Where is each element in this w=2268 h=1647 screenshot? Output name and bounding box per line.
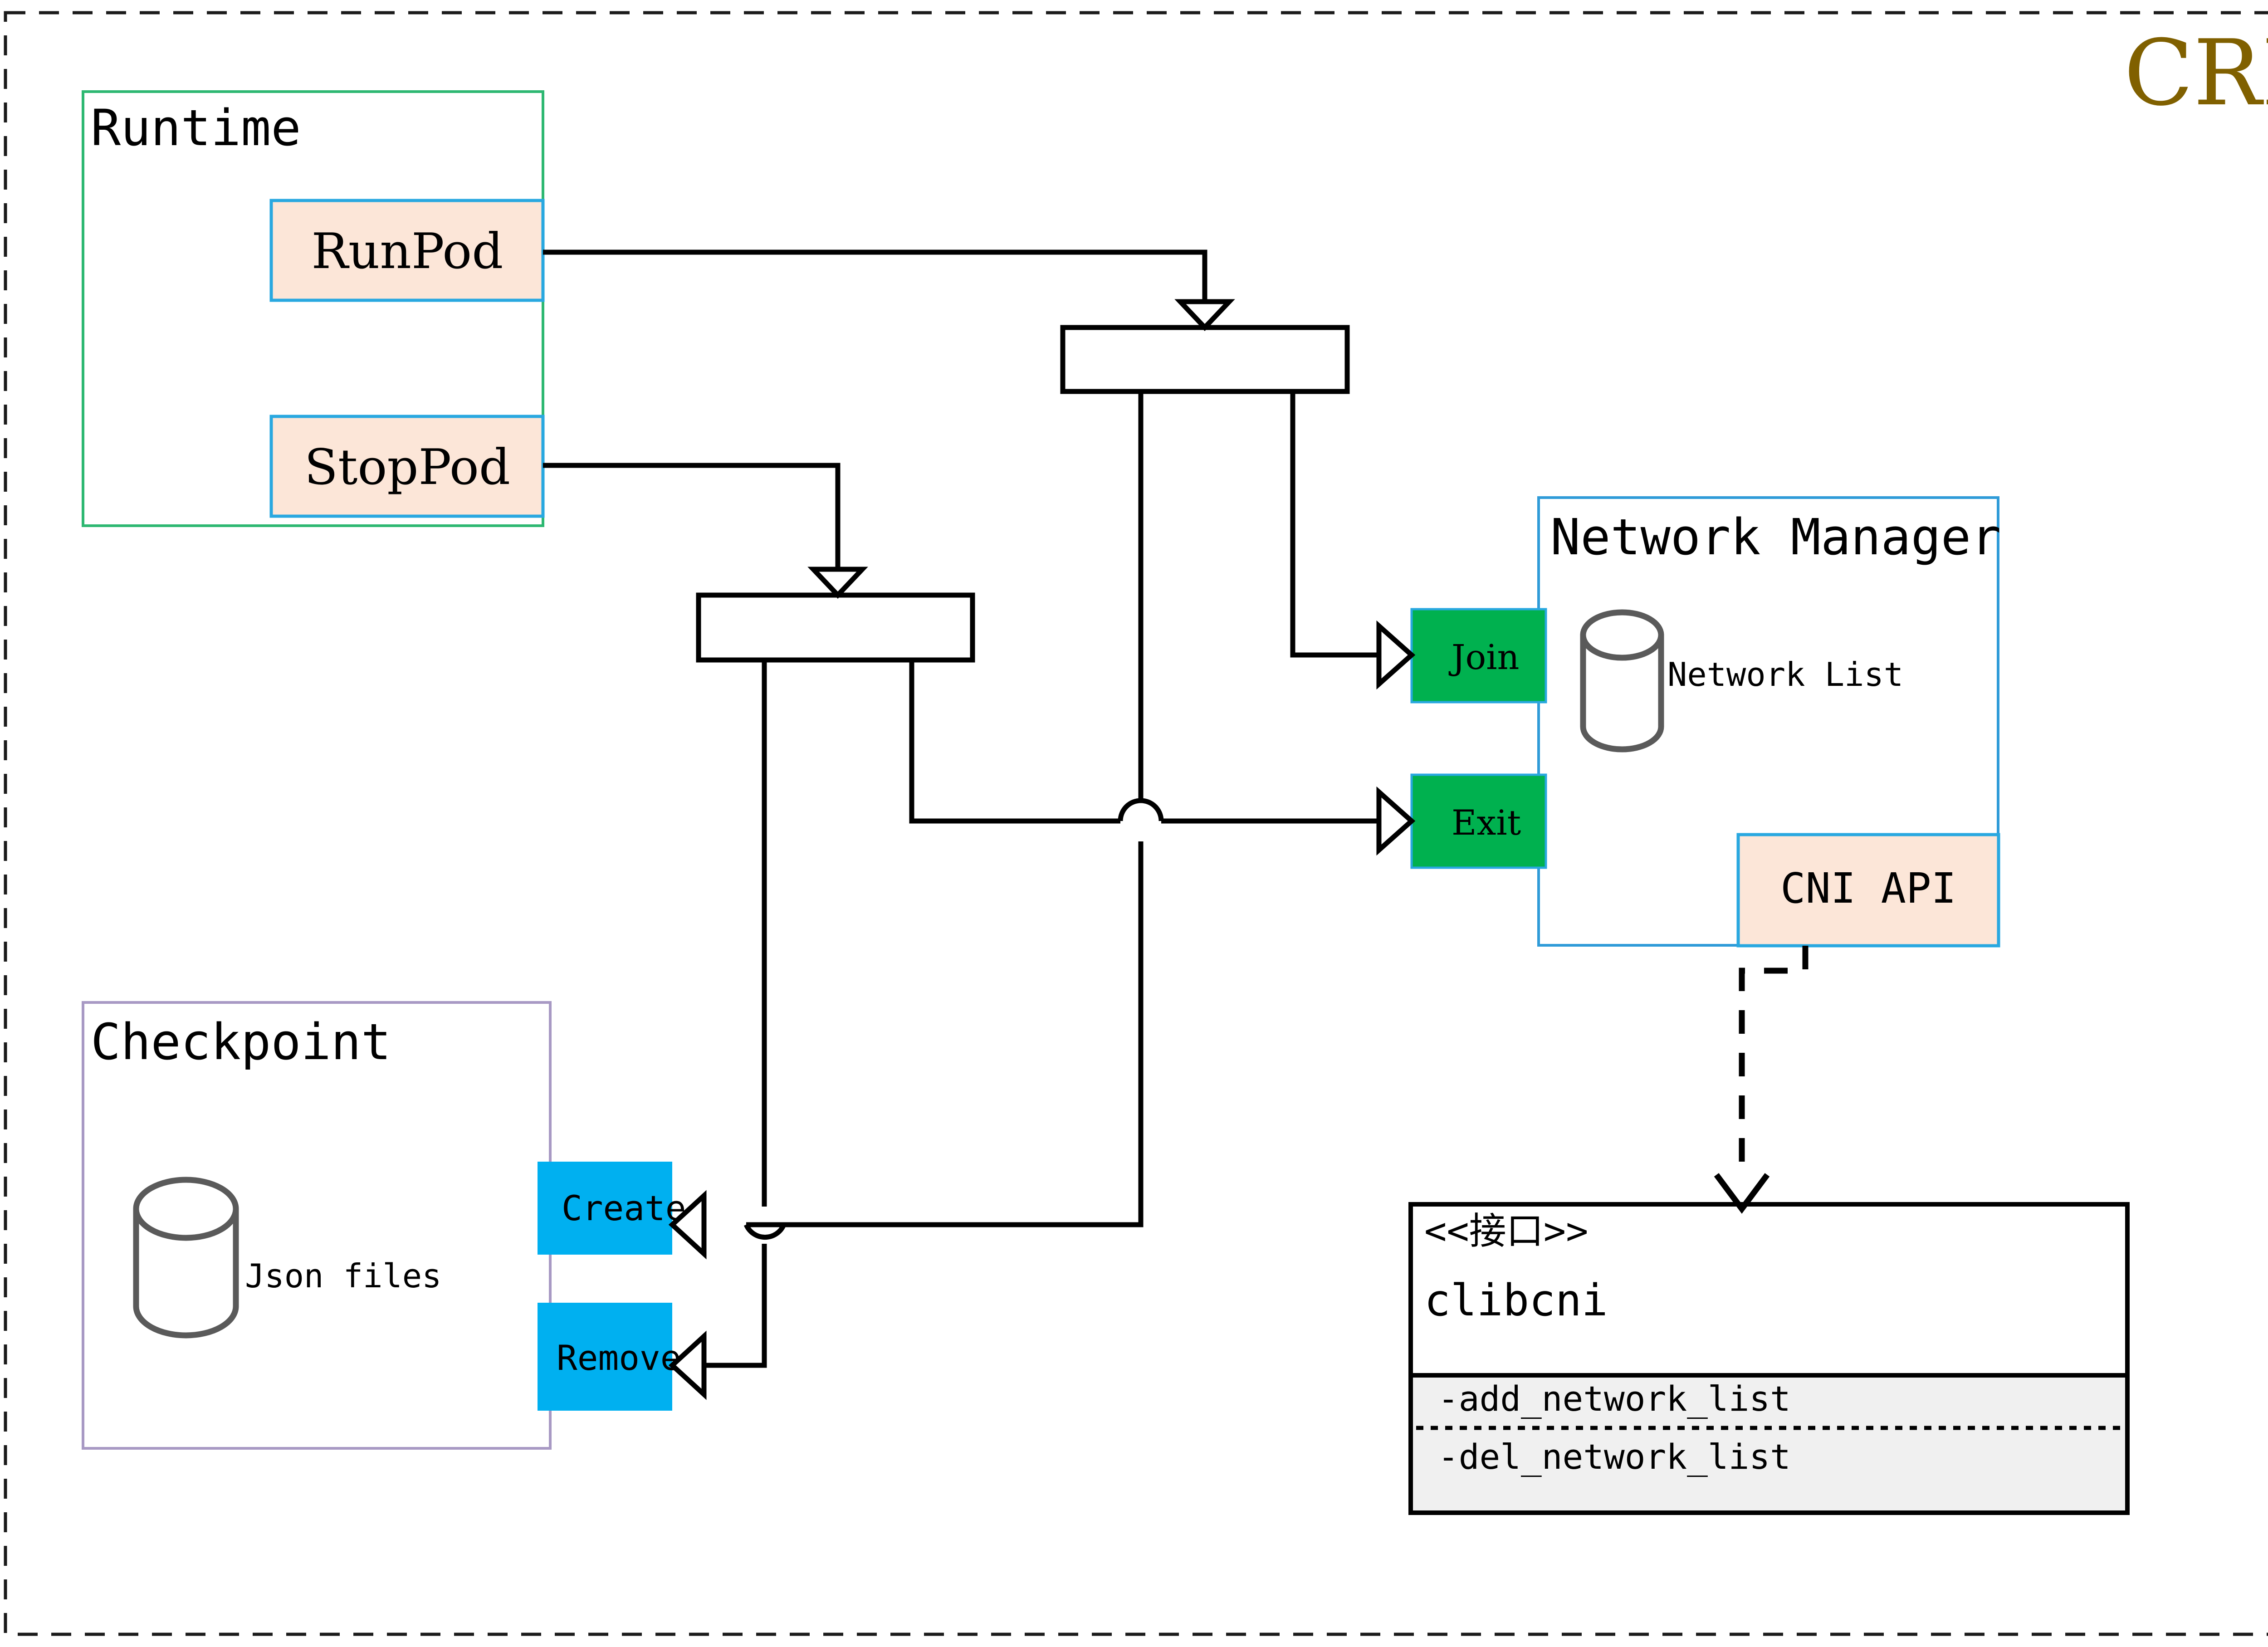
line-hop-create-crossing [743,1223,787,1240]
edge-stoppod-to-lower-junction [543,463,841,569]
arrowhead-into-remove [668,1330,707,1400]
outer-frame [4,11,2268,1636]
arrowhead-into-lower-junction [807,567,868,599]
runpod-box[interactable] [269,199,545,302]
arrowhead-into-clibcni [1714,1173,1770,1214]
checkpoint-label: Checkpoint [91,1013,391,1071]
create-label: Create [562,1188,686,1228]
edge-upper-junction-right-to-join [1290,391,1379,658]
clibcni-method-del: -del_network_list [1438,1437,1791,1477]
runpod-label: RunPod [312,223,503,280]
edge-lower-junction-left-down [694,660,767,1368]
cni-api-box[interactable] [1736,833,2000,948]
clibcni-methods-compartment [1413,1375,2125,1510]
create-box[interactable] [538,1162,672,1255]
edge-lower-junction-right-to-exit [909,660,1379,824]
junction-upper [1060,325,1350,394]
json-files-label: Json files [245,1257,441,1295]
cni-api-label: CNI API [1780,864,1956,913]
runtime-label: Runtime [91,99,301,157]
clibcni-stereotype: <<接口>> [1424,1210,1588,1253]
stoppod-box[interactable] [269,415,545,518]
clibcni-method-add: -add_network_list [1438,1378,1791,1419]
arrowhead-into-exit [1376,786,1416,856]
line-hops [743,798,1164,1240]
arrowhead-into-join [1376,620,1416,690]
exit-label: Exit [1452,802,1521,843]
page-title: CRI [2124,20,2268,126]
network-manager-label: Network Manager [1550,508,2001,566]
stoppod-label: StopPod [304,439,510,496]
json-files-cylinder-icon [133,1177,239,1339]
connector-lines [543,249,1379,1368]
clibcni-name: clibcni [1424,1275,1608,1326]
remove-label: Remove [557,1338,681,1378]
exit-box[interactable] [1410,773,1547,869]
junction-lower [696,592,975,663]
remove-box[interactable] [538,1303,672,1411]
edge-runpod-to-upper-junction [543,249,1207,302]
join-box[interactable] [1410,608,1547,704]
network-list-cylinder-icon [1580,609,1664,753]
arrowheads [668,299,1416,1400]
arrowhead-into-create [668,1190,707,1260]
edge-upper-junction-left-down [746,391,1144,1227]
join-label: Join [1448,637,1519,677]
arrowhead-into-upper-junction [1174,299,1235,331]
line-hop-exit-crossing [1118,798,1164,821]
edge-cni-api-to-clibcni [1739,946,1809,1179]
checkpoint-container [82,1001,552,1450]
network-list-label: Network List [1667,655,1903,694]
